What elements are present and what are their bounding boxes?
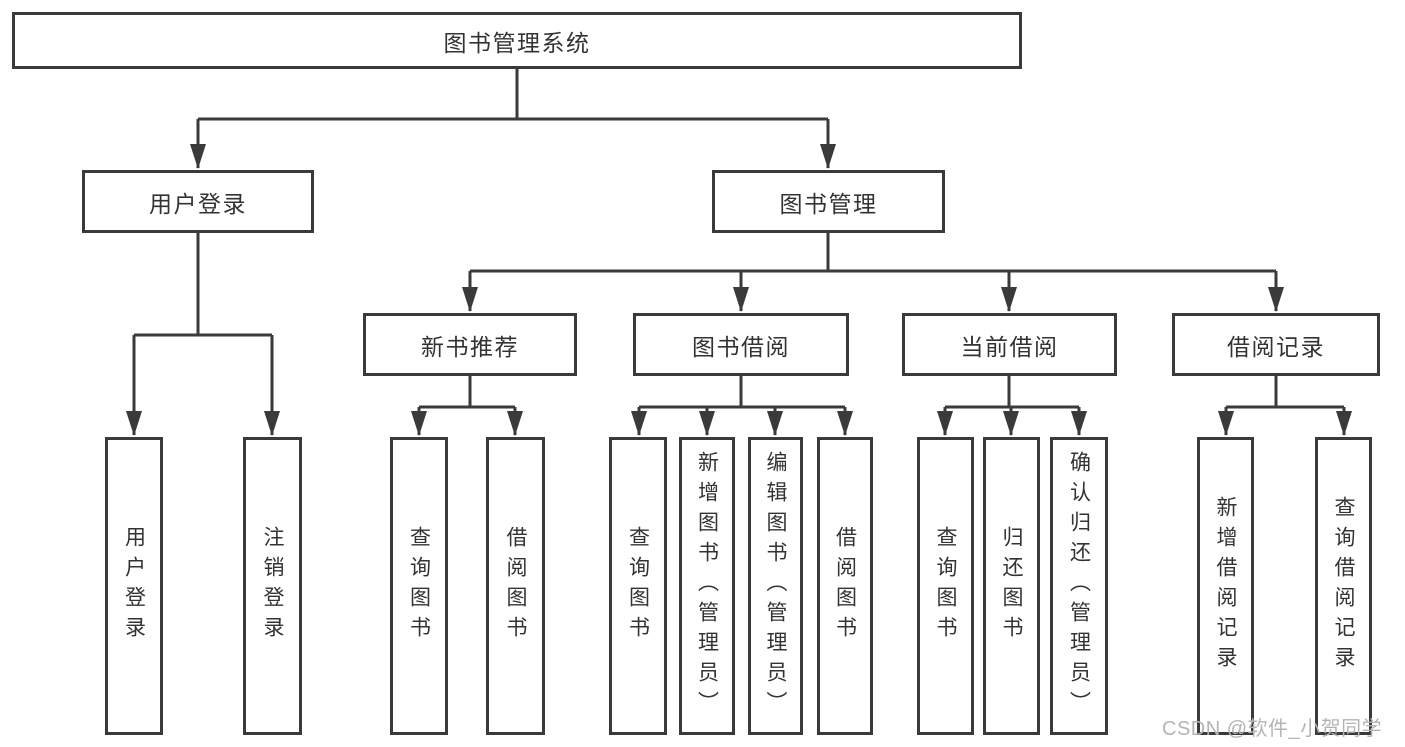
leaf-borrow-books-recommend: 借阅图书 [486, 437, 545, 735]
node-book-borrow-label: 图书借阅 [692, 333, 790, 360]
node-library-system-label: 图书管理系统 [443, 29, 591, 56]
connector-book-management [462, 233, 1284, 312]
node-current-borrow: 当前借阅 [902, 313, 1117, 376]
leaf-query-books-recommend: 查询图书 [390, 437, 448, 735]
connector-current-borrow [937, 376, 1087, 436]
connector-book-borrow [631, 376, 853, 436]
node-user-login-label: 用户登录 [149, 190, 247, 217]
node-new-book-recommend: 新书推荐 [363, 313, 577, 376]
leaf-query-books-recommend-label: 查询图书 [407, 526, 431, 646]
leaf-edit-books-admin-label: 编辑图书（管理员） [764, 451, 787, 721]
leaf-logout-label: 注销登录 [261, 526, 284, 646]
node-new-book-recommend-label: 新书推荐 [421, 333, 519, 360]
leaf-borrow-books-label: 借阅图书 [833, 526, 857, 646]
leaf-return-books: 归还图书 [983, 437, 1040, 735]
leaf-add-books-admin: 新增图书（管理员） [679, 437, 735, 735]
connector-root [190, 69, 836, 169]
node-library-system: 图书管理系统 [12, 12, 1022, 69]
node-borrow-records-label: 借阅记录 [1227, 333, 1325, 360]
leaf-confirm-return-admin-label: 确认归还（管理员） [1067, 451, 1091, 721]
connector-user-login [126, 233, 280, 436]
leaf-user-login: 用户登录 [105, 437, 163, 735]
leaf-query-books-current-label: 查询图书 [934, 526, 957, 646]
leaf-query-books-borrow: 查询图书 [609, 437, 667, 735]
leaf-borrow-books: 借阅图书 [817, 437, 873, 735]
leaf-query-borrow-record: 查询借阅记录 [1315, 437, 1372, 735]
node-borrow-records: 借阅记录 [1172, 313, 1380, 376]
node-current-borrow-label: 当前借阅 [960, 333, 1059, 360]
node-book-borrow: 图书借阅 [633, 313, 849, 376]
leaf-edit-books-admin: 编辑图书（管理员） [748, 437, 803, 735]
leaf-add-books-admin-label: 新增图书（管理员） [695, 451, 719, 721]
leaf-confirm-return-admin: 确认归还（管理员） [1050, 437, 1108, 735]
leaf-logout: 注销登录 [243, 437, 302, 735]
leaf-borrow-books-recommend-label: 借阅图书 [504, 526, 527, 646]
leaf-query-books-borrow-label: 查询图书 [626, 526, 650, 646]
node-book-management-label: 图书管理 [779, 190, 878, 217]
leaf-user-login-label: 用户登录 [122, 526, 146, 646]
leaf-add-borrow-record-label: 新增借阅记录 [1214, 496, 1237, 676]
leaf-return-books-label: 归还图书 [1000, 526, 1023, 646]
leaf-query-books-current: 查询图书 [917, 437, 974, 735]
connector-new-book-recommend [411, 376, 523, 436]
node-book-management: 图书管理 [712, 170, 945, 233]
connector-borrow-records [1218, 376, 1352, 436]
watermark: CSDN @软件_小贺同学 [1162, 718, 1383, 740]
leaf-query-borrow-record-label: 查询借阅记录 [1332, 496, 1355, 676]
leaf-add-borrow-record: 新增借阅记录 [1197, 437, 1254, 735]
node-user-login: 用户登录 [82, 170, 314, 233]
